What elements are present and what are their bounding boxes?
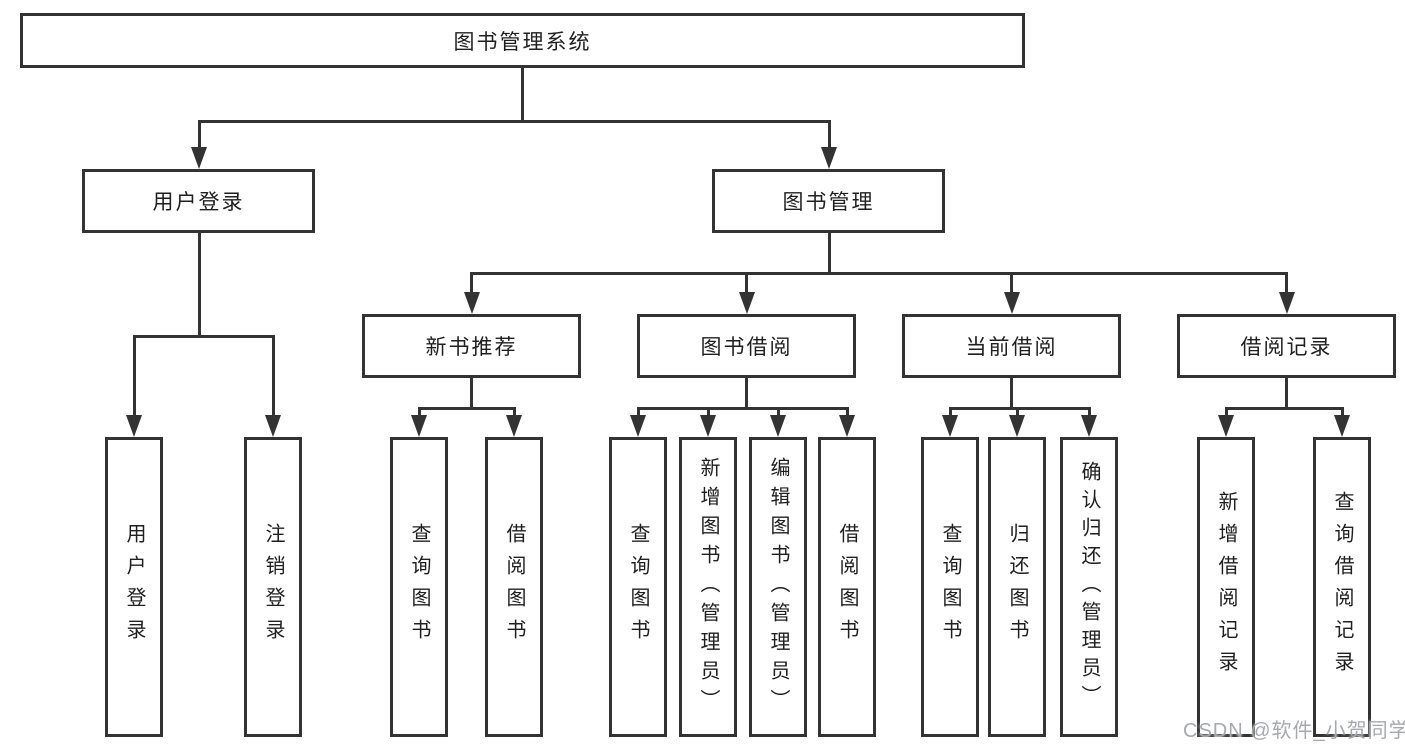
node-book-management: 图书管理	[712, 169, 945, 233]
arrow-down-icon	[700, 415, 716, 437]
arrow-down-icon	[839, 415, 855, 437]
arrow-down-icon	[1009, 415, 1025, 437]
connector-line	[1224, 407, 1228, 417]
connector-line	[470, 378, 473, 407]
connector-line	[132, 335, 275, 338]
connector-line	[132, 335, 136, 417]
connector-line	[197, 233, 201, 335]
connector-line	[1087, 407, 1091, 417]
arrow-down-icon	[1278, 292, 1295, 314]
arrow-down-icon	[630, 415, 646, 437]
arrow-down-icon	[463, 292, 480, 314]
arrow-down-icon	[506, 415, 522, 437]
leaf-add-book-admin: 新增图书（管理员）	[679, 437, 737, 737]
arrow-down-icon	[942, 415, 958, 437]
connector-line	[636, 407, 640, 417]
connector-line	[948, 407, 952, 417]
leaf-user-login: 用户登录	[105, 437, 163, 737]
connector-line	[1340, 407, 1344, 417]
arrow-down-icon	[821, 147, 837, 169]
csdn-watermark: CSDN @软件_小贺同学	[1183, 720, 1405, 742]
arrow-down-icon	[770, 415, 786, 437]
node-new-book-recommend: 新书推荐	[362, 314, 581, 378]
leaf-logout: 注销登录	[244, 437, 302, 737]
arrow-down-icon	[126, 415, 142, 437]
arrow-down-icon	[191, 147, 207, 169]
connector-line	[417, 407, 516, 410]
connector-line	[827, 233, 831, 272]
connector-line	[1224, 407, 1344, 410]
connector-line	[636, 407, 849, 410]
connector-line	[271, 335, 275, 417]
connector-line	[470, 272, 473, 294]
connector-line	[1010, 272, 1013, 294]
connector-line	[197, 120, 201, 149]
leaf-confirm-return-admin: 确认归还（管理员）	[1060, 437, 1118, 737]
arrow-down-icon	[738, 292, 755, 314]
node-user-login: 用户登录	[82, 169, 315, 233]
connector-line	[197, 120, 831, 123]
leaf-return-books: 归还图书	[988, 437, 1046, 737]
connector-line	[745, 378, 748, 407]
connector-line	[470, 272, 1288, 275]
connector-line	[1285, 378, 1288, 407]
leaf-query-books-borrow: 查询图书	[609, 437, 667, 737]
connector-line	[706, 407, 710, 417]
connector-line	[1010, 378, 1013, 407]
arrow-down-icon	[1081, 415, 1097, 437]
leaf-edit-book-admin: 编辑图书（管理员）	[749, 437, 807, 737]
arrow-down-icon	[1218, 415, 1234, 437]
arrow-down-icon	[1003, 292, 1020, 314]
connector-line	[827, 120, 831, 149]
arrow-down-icon	[265, 415, 281, 437]
leaf-query-books-recommend: 查询图书	[390, 437, 448, 737]
connector-line	[776, 407, 780, 417]
leaf-add-borrow-record: 新增借阅记录	[1197, 437, 1255, 737]
connector-line	[745, 272, 748, 294]
connector-line	[845, 407, 849, 417]
connector-line	[417, 407, 421, 417]
node-root: 图书管理系统	[20, 13, 1025, 68]
node-current-borrow: 当前借阅	[902, 314, 1121, 378]
leaf-query-borrow-record: 查询借阅记录	[1313, 437, 1371, 737]
node-borrow-records: 借阅记录	[1177, 314, 1396, 378]
connector-line	[512, 407, 516, 417]
leaf-query-books-current: 查询图书	[921, 437, 979, 737]
arrow-down-icon	[1334, 415, 1350, 437]
node-book-borrow: 图书借阅	[637, 314, 856, 378]
connector-line	[948, 407, 1091, 410]
connector-line	[1015, 407, 1019, 417]
leaf-borrow-books: 借阅图书	[818, 437, 876, 737]
leaf-borrow-books-recommend: 借阅图书	[485, 437, 543, 737]
arrow-down-icon	[411, 415, 427, 437]
connector-line	[520, 68, 524, 120]
connector-line	[1285, 272, 1288, 294]
